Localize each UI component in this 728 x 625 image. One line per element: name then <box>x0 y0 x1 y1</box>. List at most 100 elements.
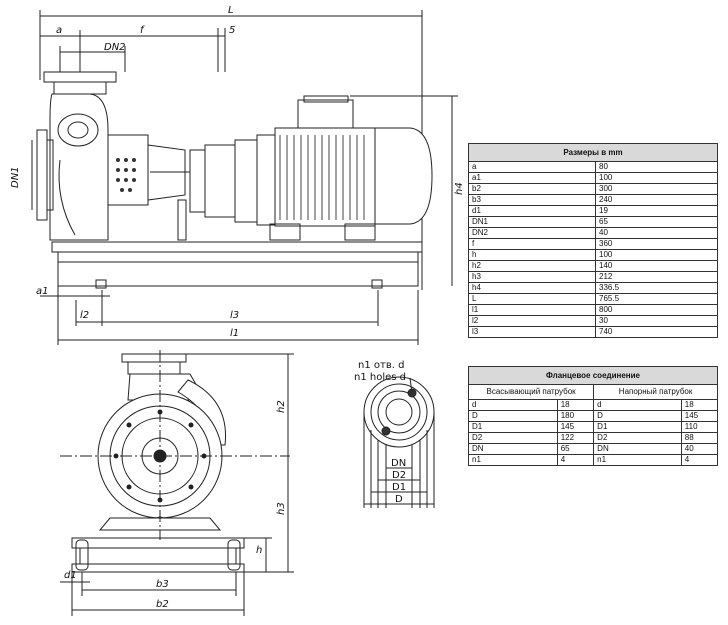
dimension-key: l2 <box>468 315 596 327</box>
dim-l1: l1 <box>230 328 239 339</box>
discharge-key: D2 <box>593 432 682 444</box>
dim-b2: b2 <box>156 599 169 610</box>
dim-f: f <box>140 25 145 36</box>
label-D: D <box>395 494 403 505</box>
dimension-value: 800 <box>595 304 718 316</box>
dim-5: 5 <box>229 25 235 36</box>
discharge-key: DN <box>593 443 682 455</box>
dimension-key: a1 <box>468 172 596 184</box>
discharge-key: d <box>593 399 682 411</box>
dimension-key: DN1 <box>468 216 596 228</box>
dim-h: h <box>256 545 262 556</box>
dim-l2: l2 <box>80 310 89 321</box>
suction-key: DN <box>468 443 558 455</box>
flange-table: Фланцевое соединение Всасывающий патрубо… <box>467 366 719 466</box>
discharge-value: 145 <box>680 410 719 422</box>
dimension-key: h2 <box>468 260 596 272</box>
dim-b3: b3 <box>156 579 169 590</box>
suction-value: 122 <box>556 432 595 444</box>
discharge-value: 40 <box>680 443 719 455</box>
label-DN: DN <box>391 458 406 469</box>
suction-value: 4 <box>556 454 595 466</box>
side-view <box>31 10 458 345</box>
dim-L: L <box>228 5 234 16</box>
suction-key: D2 <box>468 432 558 444</box>
flange-detail <box>363 376 435 508</box>
dimensions-table-title: Размеры в mm <box>468 143 718 162</box>
discharge-header: Напорный патрубок <box>593 384 718 400</box>
suction-key: d <box>468 399 558 411</box>
dimension-key: d1 <box>468 205 596 217</box>
dimension-value: 80 <box>595 161 718 173</box>
discharge-value: 110 <box>680 421 719 433</box>
dim-DN1: DN1 <box>10 166 21 188</box>
discharge-value: 4 <box>680 454 719 466</box>
dim-DN2: DN2 <box>104 42 126 53</box>
dimension-key: b2 <box>468 183 596 195</box>
suction-key: D1 <box>468 421 558 433</box>
dimension-value: 100 <box>595 172 718 184</box>
discharge-value: 88 <box>680 432 719 444</box>
discharge-key: D1 <box>593 421 682 433</box>
dimension-value: 30 <box>595 315 718 327</box>
label-D2: D2 <box>392 470 406 481</box>
flange-table-title: Фланцевое соединение <box>468 366 718 385</box>
discharge-value: 18 <box>680 399 719 411</box>
front-view <box>60 350 294 616</box>
dimension-key: DN2 <box>468 227 596 239</box>
suction-value: 145 <box>556 421 595 433</box>
dimension-value: 19 <box>595 205 718 217</box>
suction-value: 180 <box>556 410 595 422</box>
dimension-key: b3 <box>468 194 596 206</box>
suction-value: 18 <box>556 399 595 411</box>
dimension-key: a <box>468 161 596 173</box>
dim-a1: a1 <box>36 286 49 297</box>
dimension-value: 65 <box>595 216 718 228</box>
dimension-value: 240 <box>595 194 718 206</box>
dimension-value: 765.5 <box>595 293 718 305</box>
dim-a: a <box>56 25 62 36</box>
dimension-value: 140 <box>595 260 718 272</box>
n1-holes-en: n1 holes d <box>354 372 406 383</box>
label-D1: D1 <box>392 482 406 493</box>
n1-holes-ru: n1 отв. d <box>358 360 404 371</box>
dim-h2: h2 <box>276 400 287 413</box>
dimension-key: h3 <box>468 271 596 283</box>
discharge-key: D <box>593 410 682 422</box>
dimension-value: 360 <box>595 238 718 250</box>
dimension-value: 212 <box>595 271 718 283</box>
suction-header: Всасывающий патрубок <box>467 384 595 400</box>
dimension-key: h4 <box>468 282 596 294</box>
suction-key: n1 <box>468 454 558 466</box>
dim-h3: h3 <box>276 502 287 515</box>
discharge-key: n1 <box>593 454 682 466</box>
dimension-key: l3 <box>468 326 596 338</box>
suction-key: D <box>468 410 558 422</box>
dimension-value: 100 <box>595 249 718 261</box>
dimension-key: l1 <box>468 304 596 316</box>
dimension-value: 336.5 <box>595 282 718 294</box>
dimension-value: 740 <box>595 326 718 338</box>
